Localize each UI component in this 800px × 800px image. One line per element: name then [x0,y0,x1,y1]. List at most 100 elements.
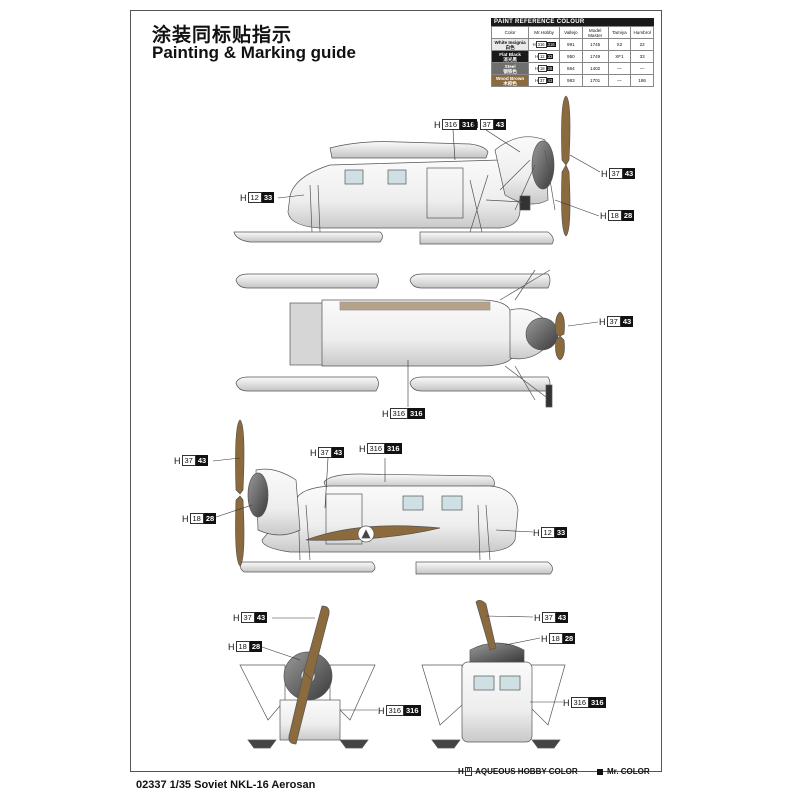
paint-reference-table: PAINT REFERENCE COLOUR Color Mr.Hobby Va… [490,18,654,87]
leader-line [569,154,601,173]
strut [469,174,489,233]
leader-line [277,194,305,199]
hull-rear [461,661,533,743]
model-master-cell: 1749 [581,50,609,63]
leader-line [212,504,253,519]
propeller-blade [235,495,245,567]
hobby-mr-color-code: 43 [546,78,554,83]
front-view [239,605,376,749]
walkway [339,301,491,311]
rear-view [421,600,566,749]
window [402,495,424,511]
propeller-blade [561,164,571,237]
color-name-en: Flat Black [499,51,521,57]
legend-aqueous-text: AQUEOUS HOBBY COLOR [475,767,578,776]
ski-rear-left [431,739,461,749]
leader-lines [212,129,601,711]
rudder-arm [485,199,523,203]
window [387,169,407,185]
window [441,495,463,511]
engine-mount [499,149,556,211]
rear-ski [419,231,554,245]
tail-fin [519,195,531,211]
struts-top [499,269,551,401]
leader-line [212,457,241,462]
ski-bottom-right [409,376,551,392]
ski-front-left [247,739,277,749]
color-name-cn: 白色 [505,44,515,50]
ski-top-left [235,273,379,289]
upper-ski [329,141,489,159]
radial-engine [531,140,555,190]
black-square-icon [597,768,603,775]
hobby-mr-color-code: 33 [546,54,554,59]
page-frame [130,10,662,772]
hull-front [279,699,341,741]
leader-line [324,457,329,509]
hobby-aqueous-code: 37 [537,77,547,84]
reference-table-grid: Color Mr.Hobby Vallejo Model Master Tami… [490,26,654,87]
legend-aqueous-h: H [458,767,464,776]
window [499,675,521,691]
model-master-cell: 1701 [581,74,609,87]
product-caption: 02337 1/35 Soviet NKL-16 Aerosan [136,779,316,791]
ski-rear-right [531,739,561,749]
hobby-mr-color-code: 28 [546,66,554,71]
leader-line [554,199,600,217]
front-ski [240,561,376,573]
ski-front-right [339,739,369,749]
propeller-blade [288,671,313,745]
leader-line [567,321,599,327]
hobby-aqueous-code: 12 [537,53,547,60]
propeller-blade [555,311,565,337]
legend-aqueous-box: 0 [464,767,473,776]
color-name-cn: 木棕色 [503,80,518,86]
ski-bottom-left [235,376,379,392]
leader-line [485,615,534,618]
frame-left [239,664,286,721]
frame-right [527,664,566,726]
page-title: Painting & Marking guide [152,43,357,62]
reference-table-title: PAINT REFERENCE COLOUR [491,18,654,26]
ski-top-right [409,273,551,289]
propeller-blade [475,600,497,651]
rudder-top [545,384,553,408]
hobby-mr-color-code: 316 [546,42,556,47]
leader-line [261,646,301,661]
page-title-chinese: 涂装同标贴指示 [152,24,293,46]
propeller-blade [555,335,565,361]
legend-mr-color: Mr. COLOR [597,767,650,776]
top-view [235,269,565,408]
leader-line [485,129,521,153]
color-name-en: Steel [504,63,516,69]
humbrol-cell: 186 [630,74,654,87]
radial-engine [247,472,269,518]
color-name-cn: 消光黑 [503,56,518,62]
window [473,675,495,691]
strut [309,184,321,233]
